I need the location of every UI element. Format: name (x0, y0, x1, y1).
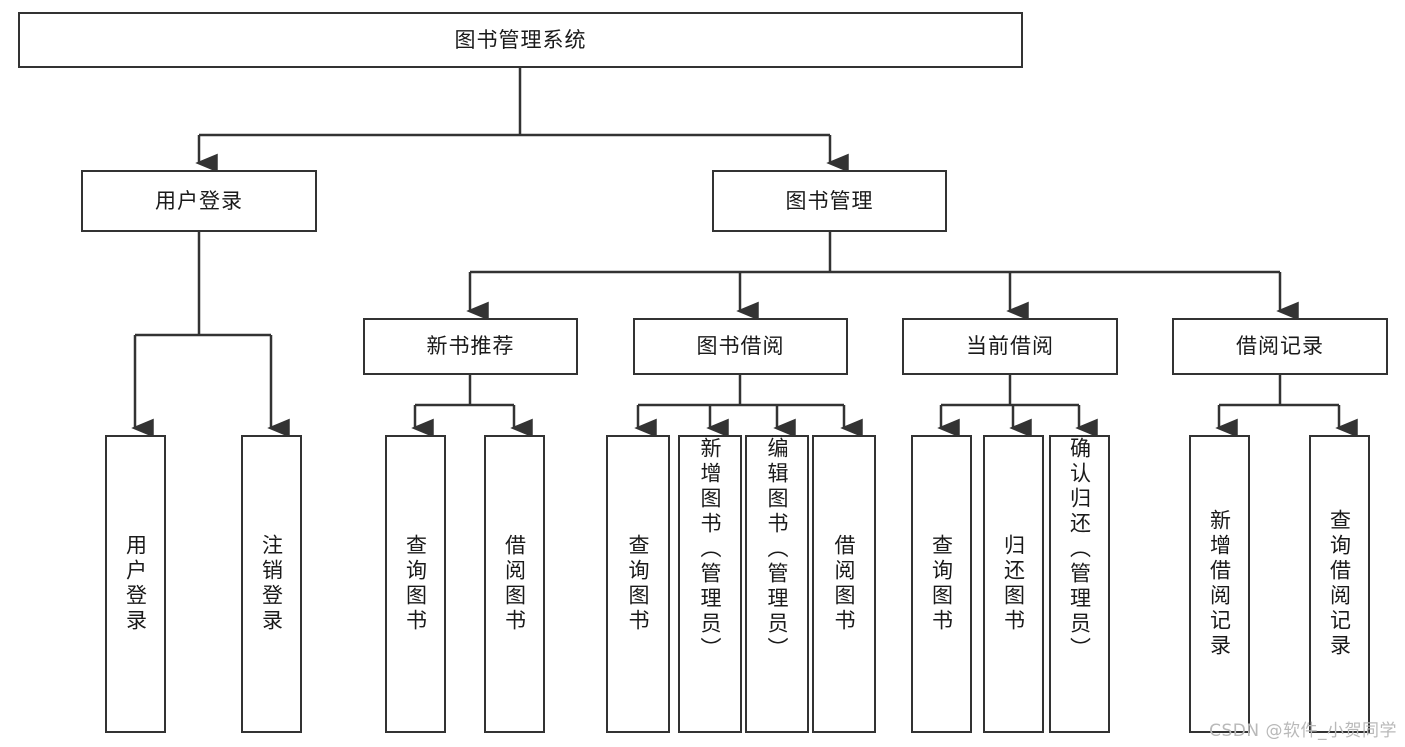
node-user-login-label: 用户登录 (155, 188, 243, 213)
node-borrowing-record[interactable]: 借阅记录 (1172, 318, 1388, 375)
node-book-borrowing[interactable]: 图书借阅 (633, 318, 848, 375)
node-leaf-borrow-book-b[interactable]: 借阅图书 (812, 435, 876, 733)
node-book-borrowing-label: 图书借阅 (696, 334, 785, 358)
node-leaf-logout-label: 注销登录 (259, 534, 284, 634)
node-current-borrowing[interactable]: 当前借阅 (902, 318, 1118, 375)
node-root[interactable]: 图书管理系统 (18, 12, 1023, 68)
node-borrowing-record-label: 借阅记录 (1236, 334, 1324, 358)
node-book-management-label: 图书管理 (785, 188, 874, 213)
node-leaf-add-record[interactable]: 新增借阅记录 (1189, 435, 1250, 733)
node-leaf-edit-book-label: 编辑图书（管理员） (765, 437, 790, 662)
node-leaf-edit-book[interactable]: 编辑图书（管理员） (745, 435, 809, 733)
node-book-management[interactable]: 图书管理 (712, 170, 947, 232)
node-leaf-query-book-a[interactable]: 查询图书 (385, 435, 446, 733)
node-new-book-recommendation-label: 新书推荐 (426, 334, 515, 358)
node-leaf-query-record-label: 查询借阅记录 (1327, 509, 1352, 659)
node-leaf-add-record-label: 新增借阅记录 (1207, 509, 1232, 659)
node-leaf-query-book-c[interactable]: 查询图书 (911, 435, 972, 733)
node-new-book-recommendation[interactable]: 新书推荐 (363, 318, 578, 375)
node-current-borrowing-label: 当前借阅 (966, 334, 1054, 358)
node-leaf-add-book-label: 新增图书（管理员） (698, 437, 723, 662)
node-leaf-user-login-label: 用户登录 (123, 534, 148, 634)
node-user-login[interactable]: 用户登录 (81, 170, 317, 232)
node-leaf-return-book[interactable]: 归还图书 (983, 435, 1044, 733)
node-leaf-confirm-return-label: 确认归还（管理员） (1067, 437, 1092, 662)
node-leaf-query-book-b[interactable]: 查询图书 (606, 435, 670, 733)
node-leaf-return-book-label: 归还图书 (1001, 534, 1026, 634)
node-root-label: 图书管理系统 (454, 27, 587, 52)
node-leaf-borrow-book-a-label: 借阅图书 (502, 534, 527, 634)
node-leaf-query-book-b-label: 查询图书 (626, 534, 651, 634)
node-leaf-logout[interactable]: 注销登录 (241, 435, 302, 733)
node-leaf-query-book-c-label: 查询图书 (929, 534, 954, 634)
node-leaf-add-book[interactable]: 新增图书（管理员） (678, 435, 742, 733)
node-leaf-confirm-return[interactable]: 确认归还（管理员） (1049, 435, 1110, 733)
node-leaf-borrow-book-b-label: 借阅图书 (832, 534, 857, 634)
node-leaf-user-login[interactable]: 用户登录 (105, 435, 166, 733)
node-leaf-query-record[interactable]: 查询借阅记录 (1309, 435, 1370, 733)
node-leaf-query-book-a-label: 查询图书 (403, 534, 428, 634)
node-leaf-borrow-book-a[interactable]: 借阅图书 (484, 435, 545, 733)
